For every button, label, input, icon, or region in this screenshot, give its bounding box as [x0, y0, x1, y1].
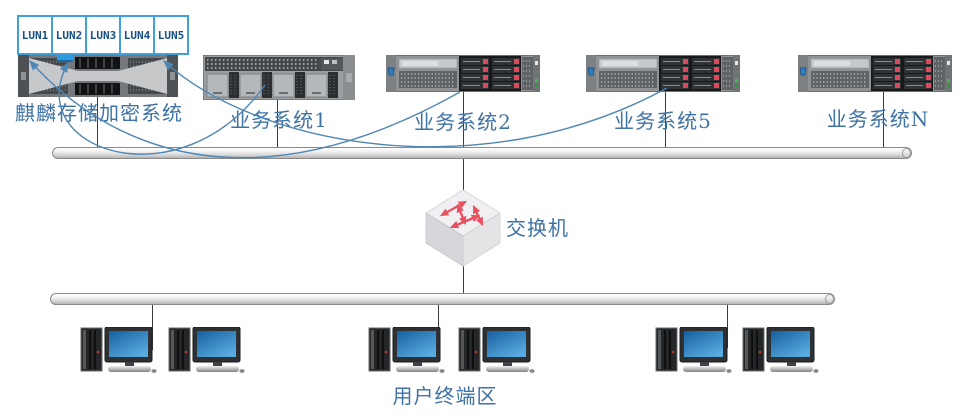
workstation-icon [653, 327, 732, 375]
label-sys1: 业务系统1 [230, 108, 328, 132]
connector-sysN-bus [883, 90, 884, 148]
lun-cell: LUN1 [17, 15, 53, 55]
lun-cell: LUN2 [51, 15, 87, 55]
network-bus-top [52, 147, 912, 159]
connector-bus-switch [463, 157, 464, 191]
label-sys2: 业务系统2 [414, 110, 512, 134]
label-sysN: 业务系统N [826, 107, 930, 131]
connector-bus-terminals-1 [152, 303, 153, 350]
workstation-icon [740, 327, 819, 375]
workstation-icon [166, 327, 245, 375]
workstation-icon [456, 327, 535, 375]
server-icon-sys5 [586, 55, 740, 92]
label-sys5: 业务系统5 [614, 109, 712, 133]
bus-end-cap [825, 294, 834, 304]
lun-cell: LUN5 [153, 15, 189, 55]
connector-switch-bus [463, 262, 464, 293]
storage-server-icon [18, 55, 178, 97]
server-icon-sysN [798, 55, 952, 92]
label-switch: 交换机 [506, 216, 569, 240]
lun-cell: LUN3 [85, 15, 121, 55]
bus-end-cap [902, 148, 911, 158]
switch-icon [418, 186, 508, 271]
connector-bus-terminals-3 [727, 303, 728, 348]
connector-bus-terminals-2 [438, 303, 439, 348]
label-terminal-area: 用户终端区 [392, 384, 498, 408]
server-icon-sys1 [203, 55, 355, 100]
label-storage-system: 麒麟存储加密系统 [15, 101, 183, 125]
workstation-icon [78, 327, 157, 375]
server-icon-sys2 [386, 55, 540, 92]
workstation-icon [366, 327, 445, 375]
lun-cell: LUN4 [119, 15, 155, 55]
network-bus-bottom [50, 293, 835, 305]
